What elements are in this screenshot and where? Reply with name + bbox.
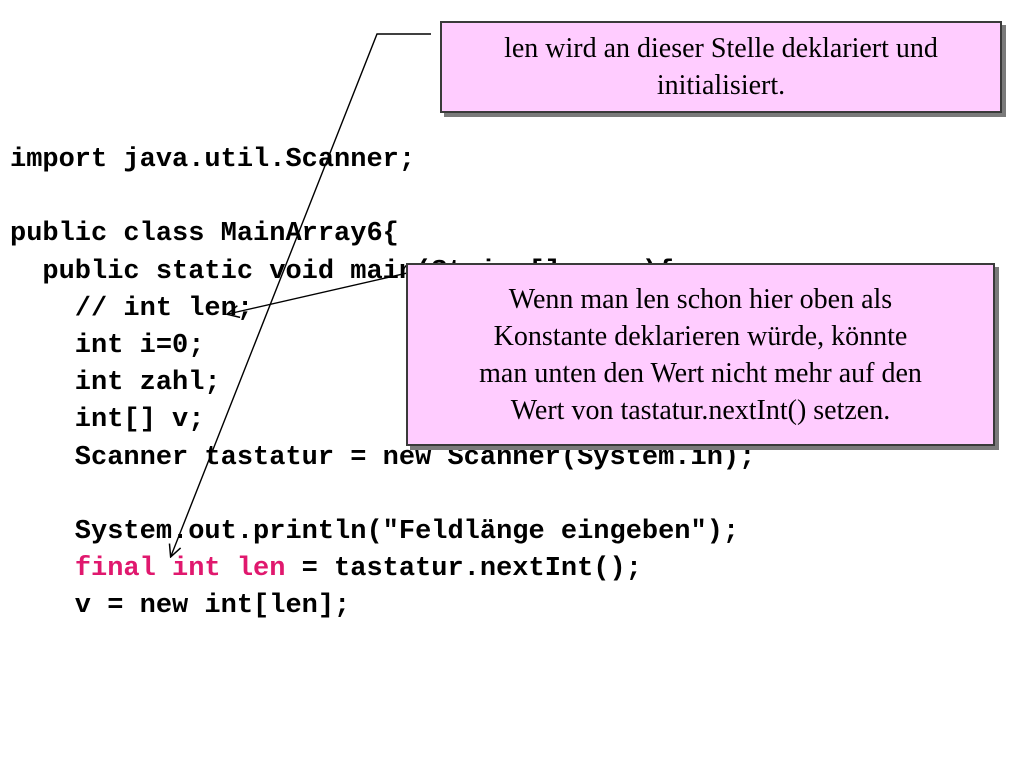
code-line: public class MainArray6{ [10,216,755,253]
code-text: int[] v; [10,405,205,436]
code-text: int zahl; [10,368,221,399]
code-line: final int len = tastatur.nextInt(); [10,551,755,588]
callout-line: man unten den Wert nicht mehr auf den [479,357,922,389]
code-line: import java.util.Scanner; [10,142,755,179]
code-text: v = new int[len]; [10,591,351,622]
code-line [10,477,755,514]
callout-line: initialisiert. [656,70,786,101]
callout-line: Wert von tastatur.nextInt() setzen. [510,394,891,426]
code-line [10,179,755,216]
callout-line: Konstante deklarieren würde, könnte [493,320,908,352]
code-text: int i=0; [10,330,205,361]
callout-line: len wird an dieser Stelle deklariert und [504,33,938,64]
code-highlight: final int len [74,554,286,585]
code-line: v = new int[len]; [10,588,755,625]
code-text: Scanner tastatur = new Scanner(System.in… [10,442,756,473]
code-text: import java.util.Scanner; [10,145,416,175]
callout-constant-note: Wenn man len schon hier oben als Konstan… [406,263,995,446]
code-text: // int len; [10,293,254,324]
code-text: public class MainArray6{ [10,219,399,250]
callout-line: Wenn man len schon hier oben als [508,283,893,315]
code-line: System.out.println("Feldlänge eingeben")… [10,514,755,551]
code-text: = tastatur.nextInt(); [285,554,642,585]
code-text: System.out.println("Feldlänge eingeben")… [10,516,740,547]
callout-declaration-text: len wird an dieser Stelle deklariert und… [504,30,938,104]
code-text [10,554,75,584]
callout-constant-text: Wenn man len schon hier oben als Konstan… [479,281,922,429]
callout-declaration-note: len wird an dieser Stelle deklariert und… [440,21,1002,113]
